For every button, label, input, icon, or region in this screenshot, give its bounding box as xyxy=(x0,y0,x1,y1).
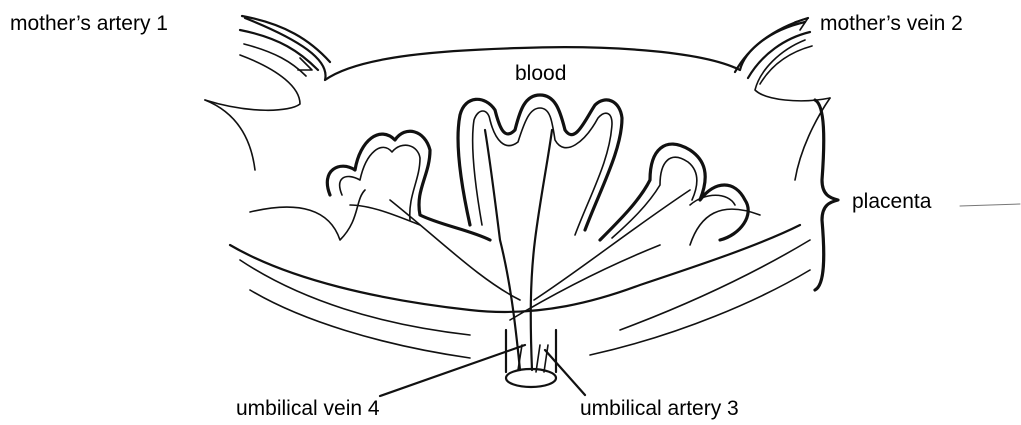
placenta-label: placenta xyxy=(852,191,931,212)
mothers-artery-1-vessel xyxy=(240,16,330,76)
mothers-vein-2-label: mother’s vein 2 xyxy=(820,13,963,34)
mothers-vein-2-vessel xyxy=(735,18,812,84)
leader-lines xyxy=(380,345,585,396)
blood-label: blood xyxy=(515,63,566,84)
umbilical-artery-3-label: umbilical artery 3 xyxy=(580,398,739,419)
fetal-vessels xyxy=(390,130,690,370)
umbilical-vein-4-label: umbilical vein 4 xyxy=(236,398,380,419)
mothers-artery-1-label: mother’s artery 1 xyxy=(10,13,168,34)
maternal-wall-upper xyxy=(205,18,830,180)
